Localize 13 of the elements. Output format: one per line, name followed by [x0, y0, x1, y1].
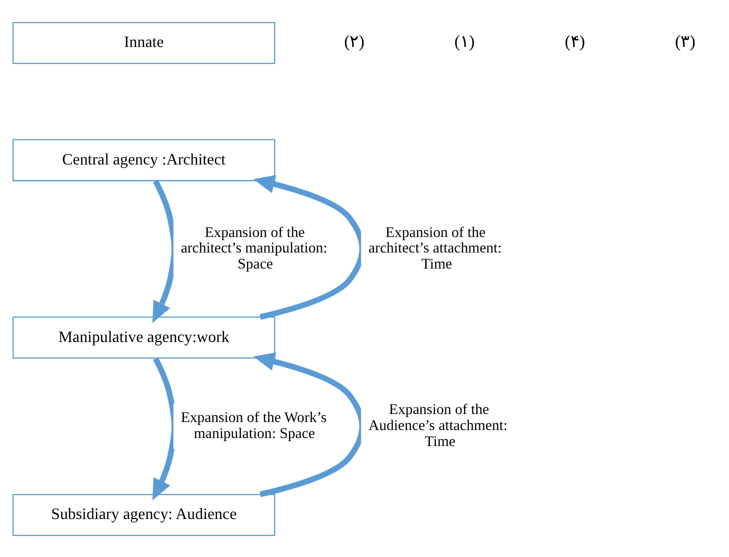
label: (۲) [344, 32, 364, 50]
node-box: Innate [12, 21, 276, 64]
edge-label: Expansion of the architect’s attachment: Time [368, 224, 502, 272]
label: (۴) [564, 32, 586, 50]
edge-label: Expansion of the Work’s manipulation: Space [180, 410, 327, 442]
node-box: Subsidiary agency: Audience [12, 493, 276, 536]
label: (۱) [454, 32, 475, 50]
edge-label: Expansion of the Audience’s attachment: Time [368, 402, 508, 450]
arrow [152, 356, 178, 500]
label: (۳) [675, 32, 696, 50]
node-box: Manipulative agency:work [12, 316, 276, 358]
node-box: Central agency :Architect [12, 138, 276, 181]
edge-label: Expansion of the architect’s manipulation: Space [180, 224, 328, 272]
